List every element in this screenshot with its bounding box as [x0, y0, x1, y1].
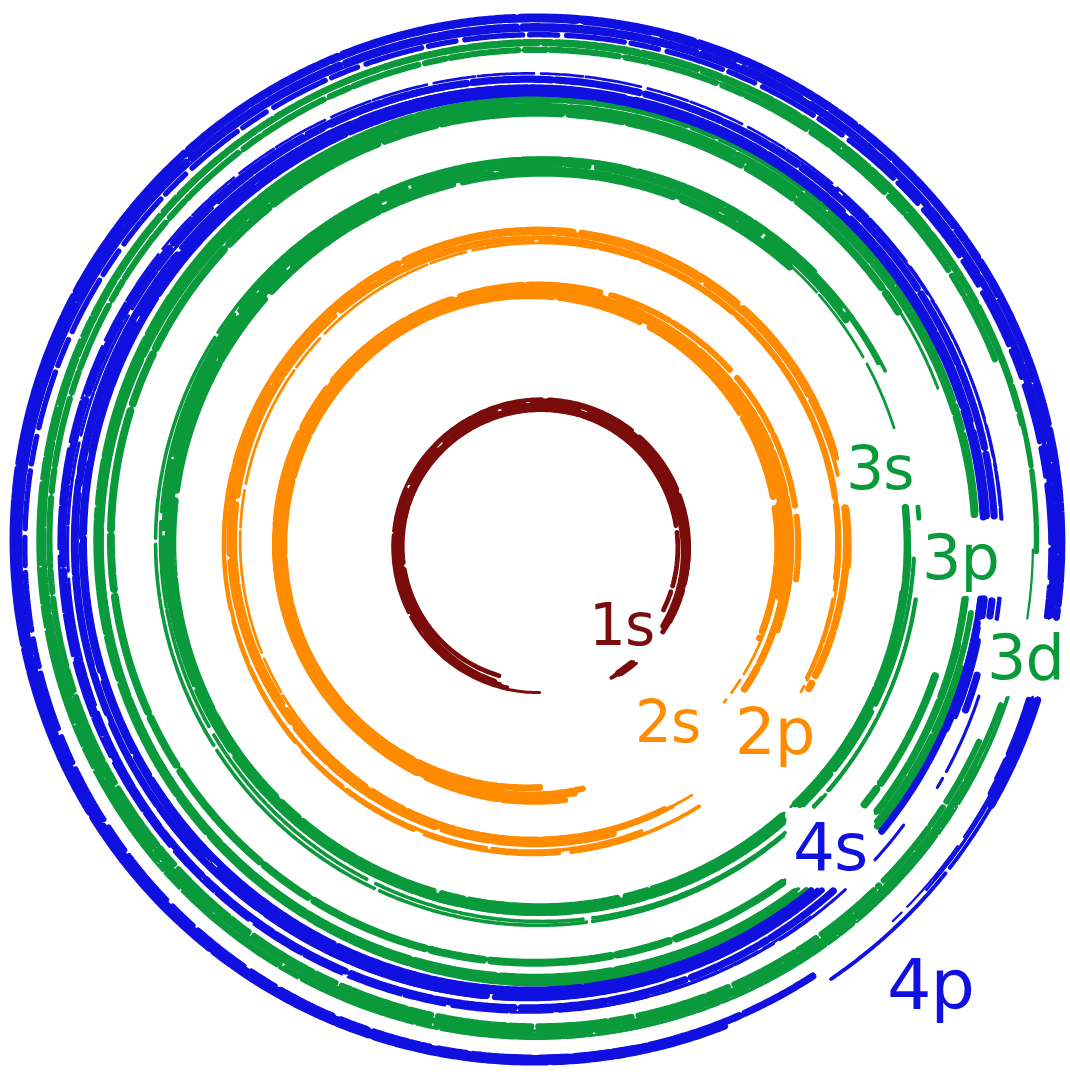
ring-stroke [948, 600, 979, 717]
subshell-label: 3p [922, 527, 999, 589]
ring-stroke [156, 158, 886, 925]
ring-stroke [615, 663, 633, 676]
subshell-label: 2s [635, 693, 700, 751]
ring-stroke [13, 17, 1062, 1062]
ring-stroke [1027, 550, 1033, 619]
ring-stroke [282, 296, 778, 788]
ring-stroke [49, 50, 996, 1027]
ring-stroke [234, 239, 838, 840]
ring-stroke [13, 21, 1055, 1059]
ring-stroke [161, 158, 816, 921]
ring-stroke [25, 35, 1051, 1058]
ring-stroke [917, 507, 922, 519]
ring-stroke [42, 44, 1009, 1038]
ring-stroke [981, 598, 983, 616]
ring-stroke [59, 73, 1001, 1012]
ring-stroke [76, 90, 986, 998]
ring-stroke [224, 232, 838, 855]
ring-stroke [17, 21, 1059, 1059]
subshell-label: 2p [735, 700, 814, 764]
ring-stroke [276, 290, 787, 798]
ring-stroke [947, 628, 978, 730]
ring-stroke [44, 42, 1037, 1031]
ring-stroke [81, 92, 985, 993]
ring-stroke [990, 601, 992, 616]
ring-stroke [935, 699, 1034, 879]
ring-stroke [63, 79, 994, 1008]
ring-stroke [100, 107, 974, 979]
ring-stroke [804, 559, 914, 806]
ring-stroke [100, 100, 913, 984]
ring-stroke [84, 93, 984, 990]
ring-stroke [395, 401, 687, 684]
ring-stroke [38, 41, 1007, 1039]
ring-stroke [49, 50, 1024, 1034]
ring-stroke [74, 88, 986, 998]
ring-stroke [111, 113, 898, 963]
ring-stroke [19, 27, 1055, 1059]
ring-stroke [848, 509, 850, 567]
subshell-label: 1s [589, 596, 654, 654]
ring-stroke [882, 623, 978, 831]
ring-stroke [224, 233, 838, 851]
ring-stroke [724, 700, 726, 702]
subshell-label: 3d [987, 627, 1064, 689]
ring-stroke [20, 30, 1054, 1060]
ring-stroke [865, 676, 935, 804]
ring-stroke [14, 20, 1061, 1064]
ring-stroke [231, 238, 839, 842]
ring-stroke [893, 699, 1031, 921]
ring-stroke [926, 697, 1032, 890]
subshell-label: 4p [887, 950, 974, 1020]
ring-stroke [112, 111, 940, 961]
ring-stroke [400, 409, 685, 682]
ring-stroke [996, 598, 999, 619]
ring-stroke [393, 400, 689, 693]
subshell-label: 3s [846, 438, 913, 498]
ring-stroke [997, 699, 1029, 778]
subshell-label: 4s [793, 815, 867, 881]
ring-stroke [863, 687, 931, 806]
